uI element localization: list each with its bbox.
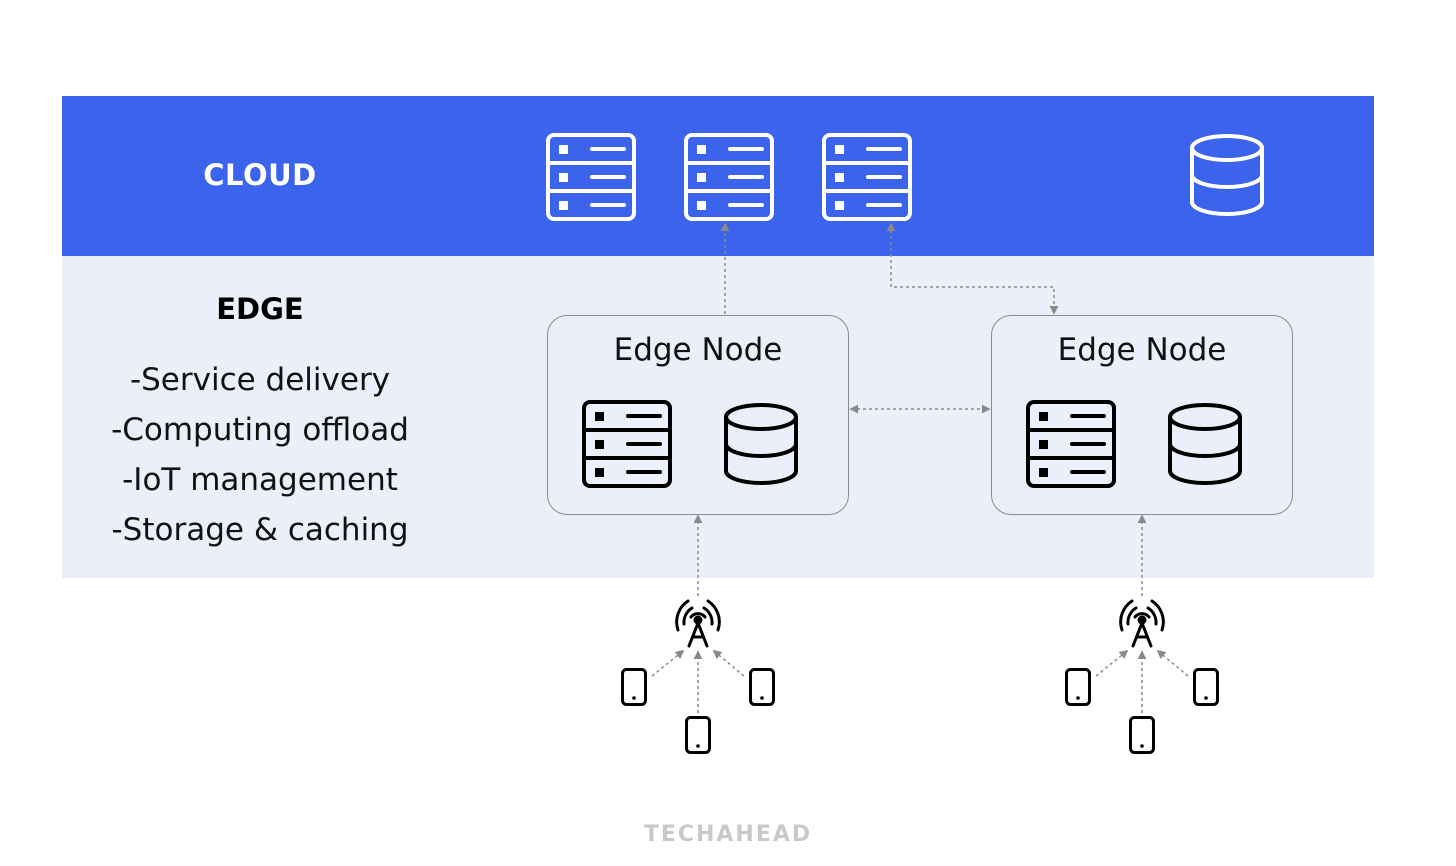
edge-node-box: Edge Node — [991, 315, 1293, 515]
connector-arrow — [1156, 649, 1189, 677]
edge-feature-item: -Storage & caching — [111, 512, 409, 548]
server-icon — [1026, 400, 1116, 488]
database-icon — [1168, 403, 1242, 485]
database-icon — [724, 403, 798, 485]
database-icon — [1190, 134, 1264, 216]
cloud-title: CLOUD — [203, 158, 317, 192]
connector-arrow — [886, 222, 1059, 315]
server-icon — [546, 133, 636, 221]
smartphone-icon — [749, 668, 775, 706]
edge-feature-item: -Service delivery — [129, 362, 391, 398]
smartphone-icon — [685, 716, 711, 754]
edge-layer — [62, 256, 1374, 578]
brand-watermark: TECHAHEAD — [643, 822, 813, 847]
smartphone-icon — [1065, 668, 1091, 706]
smartphone-icon — [621, 668, 647, 706]
server-icon — [684, 133, 774, 221]
server-icon — [822, 133, 912, 221]
edge-node-label: Edge Node — [613, 332, 783, 368]
edge-node-label: Edge Node — [1057, 332, 1227, 368]
connector-arrow — [1095, 649, 1129, 677]
edge-feature-item: -IoT management — [122, 462, 398, 498]
edge-feature-item: -Computing offload — [111, 412, 409, 448]
connector-arrow — [712, 649, 745, 677]
antenna-tower-icon — [675, 599, 721, 648]
server-icon — [582, 400, 672, 488]
edge-title: EDGE — [216, 292, 304, 326]
smartphone-icon — [1129, 716, 1155, 754]
antenna-tower-icon — [1119, 599, 1165, 648]
edge-feature-list: -Service delivery -Computing offload -Io… — [80, 355, 440, 555]
smartphone-icon — [1193, 668, 1219, 706]
connector-arrow — [651, 649, 685, 677]
cloud-layer — [62, 96, 1374, 256]
